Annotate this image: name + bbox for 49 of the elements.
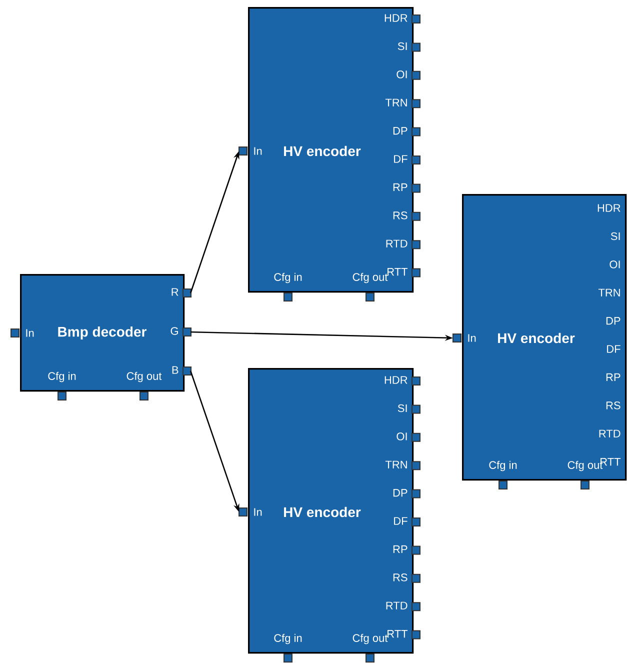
port-label: RS (393, 212, 408, 220)
port-label: TRN (385, 98, 407, 106)
port-label: DF (607, 345, 620, 353)
port-label: OI (396, 432, 407, 440)
port-label: DP (393, 127, 408, 135)
port-label: Cfg in (274, 272, 302, 284)
port-label: OI (610, 260, 620, 268)
port-label: G (170, 327, 178, 335)
port-label: DP (606, 317, 620, 325)
port-label: TRN (385, 460, 407, 468)
block-title: HV encoder (284, 506, 361, 518)
block-title: HV encoder (284, 146, 361, 156)
port-label: Cfg out (126, 372, 162, 382)
port-label: Cfg in (48, 372, 76, 382)
port-label: RP (393, 545, 408, 553)
port-label: Cfg in (274, 634, 302, 644)
port-label: HDR (384, 14, 408, 22)
port-label: DF (394, 517, 408, 525)
port-label: RTD (386, 240, 408, 248)
port-label: DF (394, 155, 408, 163)
port-label: In (468, 334, 476, 342)
port-label: Cfg out (568, 460, 603, 472)
port-label: B (172, 366, 178, 374)
port-label: In (254, 508, 262, 516)
port-label: RTT (388, 630, 408, 638)
port-label: RS (393, 574, 408, 582)
port-label: In (254, 147, 262, 155)
port-label: HDR (598, 204, 620, 212)
port-label: Cfg out (352, 634, 388, 644)
port-label: Cfg in (489, 460, 517, 472)
port-label: R (172, 288, 178, 296)
port-label: RP (606, 373, 620, 381)
port-label: DP (393, 489, 408, 497)
port-label: RS (606, 402, 620, 410)
port-label: RTT (388, 268, 408, 276)
port-label: RTD (599, 430, 620, 438)
port-label: OI (396, 70, 407, 78)
port-label: RTT (600, 458, 621, 466)
port-label: RP (393, 183, 408, 191)
port-label: SI (398, 404, 407, 412)
port-label: Cfg out (352, 272, 388, 284)
port-label: HDR (384, 376, 408, 384)
block-title: Bmp decoder (58, 326, 146, 340)
port-label: RTD (386, 602, 408, 610)
port-label: In (26, 329, 34, 337)
block-title: HV encoder (498, 332, 575, 344)
port-label: SI (610, 232, 620, 240)
port-label: SI (398, 42, 407, 50)
port-label: TRN (598, 288, 620, 296)
